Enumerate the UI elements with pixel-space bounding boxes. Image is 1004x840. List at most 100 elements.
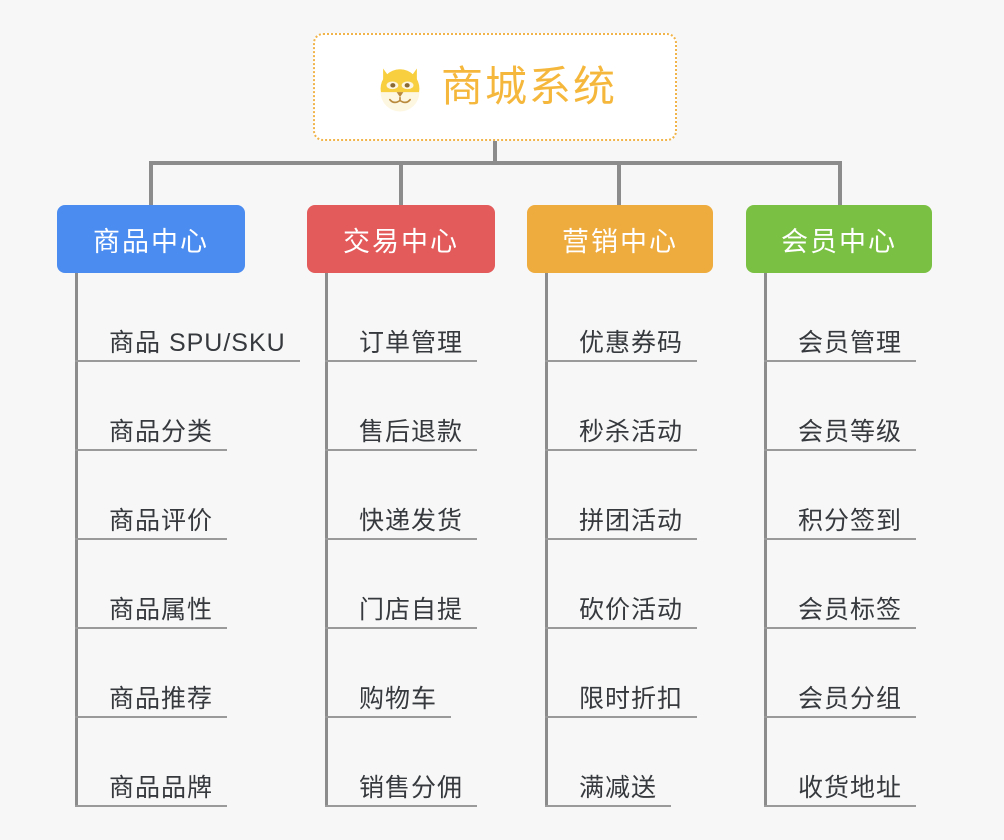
connector-drop-4 (838, 161, 842, 209)
leaf-rule (545, 538, 698, 540)
leaf-item[interactable]: 商品品牌 (75, 718, 245, 807)
leaf-item[interactable]: 销售分佣 (325, 718, 495, 807)
leaf-label: 商品品牌 (109, 774, 214, 802)
category-column-3: 营销中心 优惠券码 秒杀活动 拼团活动 砍价活动 限时折扣 满减送 (527, 205, 713, 807)
leaf-rule (325, 716, 452, 718)
leaf-label: 秒杀活动 (579, 418, 684, 446)
leaf-rule (75, 360, 300, 362)
category-column-1: 商品中心 商品 SPU/SKU 商品分类 商品评价 商品属性 商品推荐 商品品牌 (57, 205, 300, 807)
leaf-rule (325, 627, 478, 629)
leaf-rule (545, 716, 698, 718)
branch-spine (325, 273, 328, 807)
leaf-label: 优惠券码 (579, 329, 684, 357)
category-header-2[interactable]: 交易中心 (307, 205, 495, 273)
leaf-item[interactable]: 会员管理 (764, 273, 932, 362)
leaf-label: 商品分类 (109, 418, 214, 446)
leaf-label: 销售分佣 (359, 774, 464, 802)
branch-area-4: 会员管理 会员等级 积分签到 会员标签 会员分组 收货地址 (764, 273, 932, 807)
category-header-label: 会员中心 (781, 226, 897, 257)
leaf-label: 砍价活动 (579, 596, 684, 624)
category-header-1[interactable]: 商品中心 (57, 205, 245, 273)
leaf-label: 满减送 (579, 774, 658, 802)
leaf-rule (545, 449, 698, 451)
leaf-rule (764, 360, 917, 362)
leaf-label: 订单管理 (359, 329, 464, 357)
branch-spine (764, 273, 767, 807)
branch-area-3: 优惠券码 秒杀活动 拼团活动 砍价活动 限时折扣 满减送 (545, 273, 713, 807)
leaf-item[interactable]: 商品属性 (75, 540, 245, 629)
leaf-label: 会员管理 (798, 329, 903, 357)
leaf-item[interactable]: 商品分类 (75, 362, 245, 451)
leaf-item[interactable]: 商品评价 (75, 451, 245, 540)
leaf-rule (75, 627, 228, 629)
leaf-label: 收货地址 (798, 774, 903, 802)
leaf-label: 售后退款 (359, 418, 464, 446)
leaf-item[interactable]: 售后退款 (325, 362, 495, 451)
branch-area-2: 订单管理 售后退款 快递发货 门店自提 购物车 销售分佣 (325, 273, 495, 807)
leaf-item[interactable]: 商品 SPU/SKU (75, 273, 300, 362)
category-header-label: 营销中心 (562, 226, 678, 257)
leaf-label: 商品属性 (109, 596, 214, 624)
leaf-label: 限时折扣 (579, 685, 684, 713)
leaf-label: 商品评价 (109, 507, 214, 535)
root-node[interactable]: 商城系统 (313, 33, 677, 141)
leaf-rule (75, 449, 228, 451)
leaf-rule (545, 360, 698, 362)
leaf-rule (325, 360, 478, 362)
leaf-item[interactable]: 砍价活动 (545, 540, 713, 629)
leaf-rule (325, 538, 478, 540)
leaf-rule (75, 538, 228, 540)
connector-drop-2 (399, 161, 403, 209)
leaf-rule (545, 805, 672, 807)
leaf-label: 商品推荐 (109, 685, 214, 713)
leaf-item[interactable]: 拼团活动 (545, 451, 713, 540)
leaf-rule (764, 449, 917, 451)
leaf-rule (75, 805, 228, 807)
branch-spine (545, 273, 548, 807)
leaf-item[interactable]: 积分签到 (764, 451, 932, 540)
leaf-label: 会员等级 (798, 418, 903, 446)
category-column-2: 交易中心 订单管理 售后退款 快递发货 门店自提 购物车 销售分佣 (307, 205, 495, 807)
leaf-rule (325, 449, 478, 451)
leaf-label: 快递发货 (359, 507, 464, 535)
leaf-rule (764, 716, 917, 718)
connector-drop-1 (149, 161, 153, 209)
leaf-item[interactable]: 会员分组 (764, 629, 932, 718)
leaf-label: 商品 SPU/SKU (109, 329, 286, 357)
branch-area-1: 商品 SPU/SKU 商品分类 商品评价 商品属性 商品推荐 商品品牌 (75, 273, 300, 807)
category-header-label: 商品中心 (93, 226, 209, 257)
leaf-item[interactable]: 秒杀活动 (545, 362, 713, 451)
leaf-item[interactable]: 商品推荐 (75, 629, 245, 718)
category-header-3[interactable]: 营销中心 (527, 205, 713, 273)
leaf-rule (75, 716, 228, 718)
connector-root-stem (493, 141, 497, 165)
leaf-rule (764, 805, 917, 807)
leaf-label: 会员标签 (798, 596, 903, 624)
leaf-rule (325, 805, 478, 807)
leaf-item[interactable]: 满减送 (545, 718, 713, 807)
leaf-item[interactable]: 门店自提 (325, 540, 495, 629)
leaf-item[interactable]: 快递发货 (325, 451, 495, 540)
leaf-label: 会员分组 (798, 685, 903, 713)
leaf-item[interactable]: 购物车 (325, 629, 495, 718)
leaf-item[interactable]: 收货地址 (764, 718, 932, 807)
leaf-item[interactable]: 优惠券码 (545, 273, 713, 362)
leaf-rule (764, 627, 917, 629)
branch-spine (75, 273, 78, 807)
leaf-item[interactable]: 会员标签 (764, 540, 932, 629)
leaf-label: 门店自提 (359, 596, 464, 624)
leaf-label: 积分签到 (798, 507, 903, 535)
dog-face-icon (380, 68, 420, 112)
leaf-rule (764, 538, 917, 540)
leaf-item[interactable]: 会员等级 (764, 362, 932, 451)
leaf-item[interactable]: 限时折扣 (545, 629, 713, 718)
category-header-4[interactable]: 会员中心 (746, 205, 932, 273)
category-column-4: 会员中心 会员管理 会员等级 积分签到 会员标签 会员分组 收货地址 (746, 205, 932, 807)
connector-horizontal-bus (149, 161, 842, 165)
leaf-label: 拼团活动 (579, 507, 684, 535)
leaf-rule (545, 627, 698, 629)
leaf-item[interactable]: 订单管理 (325, 273, 495, 362)
leaf-label: 购物车 (359, 685, 438, 713)
root-title: 商城系统 (440, 63, 617, 110)
